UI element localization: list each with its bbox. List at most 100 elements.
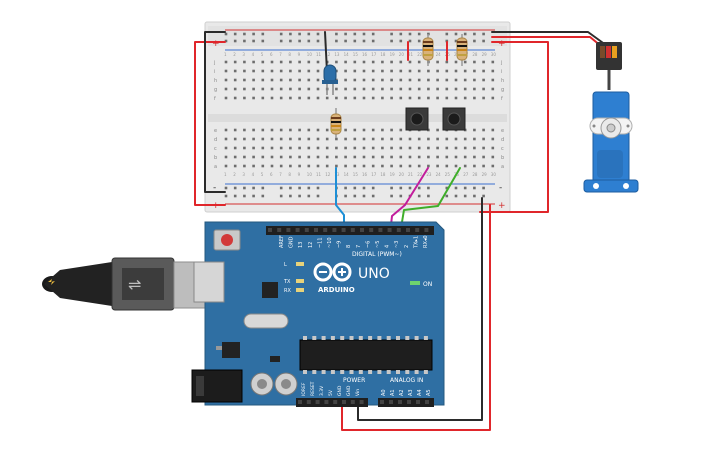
breadboard-hole[interactable] [473,78,476,82]
breadboard-hole[interactable] [436,164,439,168]
breadboard-hole[interactable] [491,87,495,91]
breadboard-hole[interactable] [482,155,485,159]
breadboard-hole[interactable] [344,87,347,91]
rail-hole[interactable] [279,32,283,36]
resistor-button-2[interactable] [456,34,468,66]
breadboard-hole[interactable] [335,155,338,159]
breadboard-hole[interactable] [298,164,301,168]
breadboard-hole[interactable] [270,137,274,141]
rail-hole[interactable] [233,39,237,43]
breadboard-hole[interactable] [243,60,246,64]
breadboard-hole[interactable] [473,69,476,73]
rail-hole[interactable] [298,39,301,43]
rail-hole[interactable] [233,32,237,36]
breadboard-hole[interactable] [307,137,311,141]
breadboard-hole[interactable] [353,164,357,168]
breadboard-hole[interactable] [261,69,265,73]
breadboard-hole[interactable] [270,78,274,82]
breadboard-hole[interactable] [362,87,366,91]
breadboard-hole[interactable] [473,128,476,132]
header-hole[interactable] [396,228,401,232]
breadboard-hole[interactable] [399,146,403,150]
breadboard-hole[interactable] [399,128,403,132]
rail-hole[interactable] [316,32,320,36]
breadboard-hole[interactable] [298,87,301,91]
rail-hole[interactable] [307,32,311,36]
breadboard-hole[interactable] [344,146,347,150]
breadboard-hole[interactable] [353,60,357,64]
breadboard-hole[interactable] [399,96,403,100]
breadboard-hole[interactable] [417,164,421,168]
breadboard-hole[interactable] [491,96,495,100]
rail-hole[interactable] [353,194,357,198]
rail-hole[interactable] [362,39,366,43]
breadboard-hole[interactable] [224,164,228,168]
breadboard-hole[interactable] [482,137,485,141]
rail-hole[interactable] [243,186,246,190]
breadboard-hole[interactable] [463,78,467,82]
breadboard-hole[interactable] [454,146,458,150]
resistor-button-1[interactable] [422,34,434,66]
breadboard-hole[interactable] [344,96,347,100]
breadboard-hole[interactable] [279,78,283,82]
breadboard-hole[interactable] [316,146,320,150]
rail-hole[interactable] [233,186,237,190]
breadboard-hole[interactable] [270,128,274,132]
breadboard-hole[interactable] [233,78,237,82]
rail-hole[interactable] [390,39,393,43]
breadboard-hole[interactable] [390,87,393,91]
rail-hole[interactable] [362,194,366,198]
pushbutton-2[interactable] [442,107,466,131]
header-hole[interactable] [407,400,411,404]
breadboard-hole[interactable] [335,60,338,64]
breadboard-hole[interactable] [417,155,421,159]
breadboard-hole[interactable] [335,96,338,100]
breadboard-hole[interactable] [381,164,384,168]
led-blue[interactable] [322,64,338,95]
breadboard-hole[interactable] [491,137,495,141]
resistor-led[interactable] [330,108,342,138]
breadboard-hole[interactable] [454,137,458,141]
pushbutton-1[interactable] [405,107,429,131]
breadboard-hole[interactable] [279,69,283,73]
breadboard-hole[interactable] [436,146,439,150]
breadboard-hole[interactable] [307,87,311,91]
breadboard-hole[interactable] [325,146,329,150]
breadboard-hole[interactable] [233,128,237,132]
breadboard-hole[interactable] [353,146,357,150]
wire-red-5v[interactable] [341,204,491,431]
rail-hole[interactable] [390,32,393,36]
breadboard-hole[interactable] [473,146,476,150]
breadboard-hole[interactable] [243,164,246,168]
breadboard-hole[interactable] [436,96,439,100]
breadboard-hole[interactable] [316,78,320,82]
breadboard-hole[interactable] [298,69,301,73]
rail-hole[interactable] [473,186,476,190]
header-hole[interactable] [341,228,346,232]
breadboard-hole[interactable] [243,155,246,159]
header-hole[interactable] [295,228,300,232]
breadboard-hole[interactable] [445,87,449,91]
breadboard-hole[interactable] [463,60,467,64]
breadboard-hole[interactable] [427,69,430,73]
breadboard-hole[interactable] [243,69,246,73]
breadboard-hole[interactable] [436,87,439,91]
breadboard-hole[interactable] [252,128,255,132]
breadboard-hole[interactable] [233,155,237,159]
header-hole[interactable] [360,228,364,232]
breadboard-hole[interactable] [362,146,366,150]
rail-hole[interactable] [335,32,338,36]
header-hole[interactable] [387,228,392,232]
rail-hole[interactable] [408,32,412,36]
breadboard-hole[interactable] [270,69,274,73]
breadboard-hole[interactable] [417,137,421,141]
breadboard-hole[interactable] [298,146,301,150]
rail-hole[interactable] [390,186,393,190]
header-hole[interactable] [425,400,429,404]
breadboard-hole[interactable] [316,96,320,100]
breadboard-hole[interactable] [445,69,449,73]
breadboard-hole[interactable] [289,60,292,64]
breadboard-hole[interactable] [252,60,255,64]
breadboard-hole[interactable] [454,78,458,82]
rail-hole[interactable] [445,186,449,190]
